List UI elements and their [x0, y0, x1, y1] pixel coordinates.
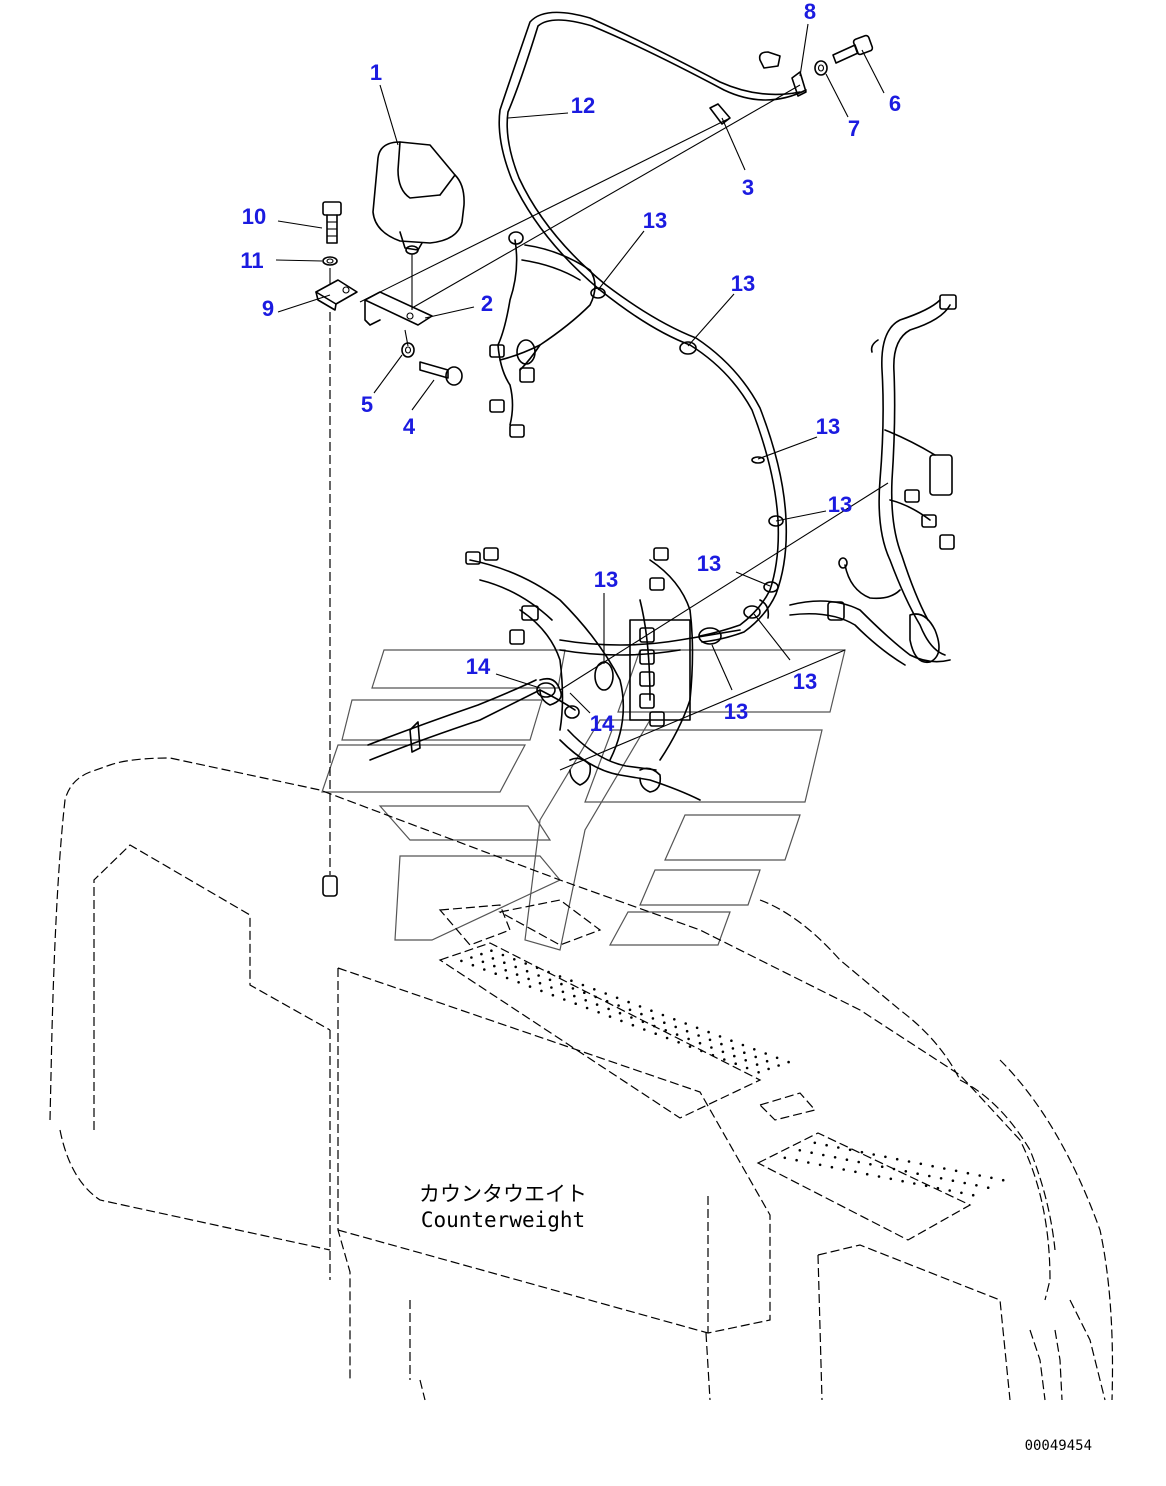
washer: [401, 342, 415, 358]
callout-8: 8: [804, 0, 816, 24]
work-lamp: [372, 141, 465, 310]
washer: [814, 60, 828, 76]
callout-5: 5: [361, 392, 373, 417]
harness-branch-right: [789, 294, 957, 666]
counterweight-label-en: Counterweight: [421, 1208, 585, 1232]
watermark-logo: [321, 649, 846, 951]
callout-1: 1: [370, 60, 382, 85]
bolt: [832, 34, 874, 64]
callout-14: 14: [590, 711, 615, 736]
band: [743, 605, 761, 619]
assembly-lines: [359, 84, 801, 309]
bolt: [419, 361, 463, 386]
callouts: 1 2 3 4 5 6 7 8 9 10 11 12 13 13 13 13 1…: [240, 0, 901, 736]
callout-13: 13: [643, 208, 667, 233]
callout-14: 14: [466, 654, 491, 679]
clamp: [758, 51, 807, 97]
callout-12: 12: [571, 93, 595, 118]
document-id: 00049454: [1025, 1438, 1092, 1454]
callout-9: 9: [262, 296, 274, 321]
callout-13: 13: [793, 669, 817, 694]
harness-12: [498, 11, 807, 643]
callout-13: 13: [594, 567, 618, 592]
mesh-dots: [460, 949, 1005, 1197]
bolt: [322, 201, 342, 244]
counterweight-body: [49, 757, 1114, 1401]
callout-10: 10: [242, 204, 266, 229]
band: [763, 581, 779, 593]
clip: [564, 705, 580, 719]
band: [698, 627, 722, 645]
callout-6: 6: [889, 91, 901, 116]
callout-2: 2: [481, 291, 493, 316]
callout-11: 11: [240, 248, 263, 273]
bracket: [364, 291, 433, 347]
counterweight-label-jp: カウンタウエイト: [419, 1182, 587, 1206]
band: [679, 341, 697, 355]
callout-13: 13: [828, 492, 852, 517]
clip: [536, 682, 556, 698]
callout-13: 13: [724, 699, 748, 724]
spacer: [322, 312, 338, 897]
harness-junction: [367, 547, 770, 801]
callout-3: 3: [742, 175, 754, 200]
leader-lines: [275, 23, 889, 771]
callout-13: 13: [816, 414, 840, 439]
band: [751, 456, 765, 464]
washer: [322, 256, 338, 266]
callout-4: 4: [403, 414, 416, 439]
harness-branch-left: [489, 231, 596, 438]
callout-7: 7: [848, 116, 860, 141]
band: [590, 287, 606, 299]
callout-13: 13: [697, 551, 721, 576]
plate: [315, 268, 358, 311]
band: [768, 515, 784, 527]
clip: [709, 103, 731, 125]
callout-13: 13: [731, 271, 755, 296]
